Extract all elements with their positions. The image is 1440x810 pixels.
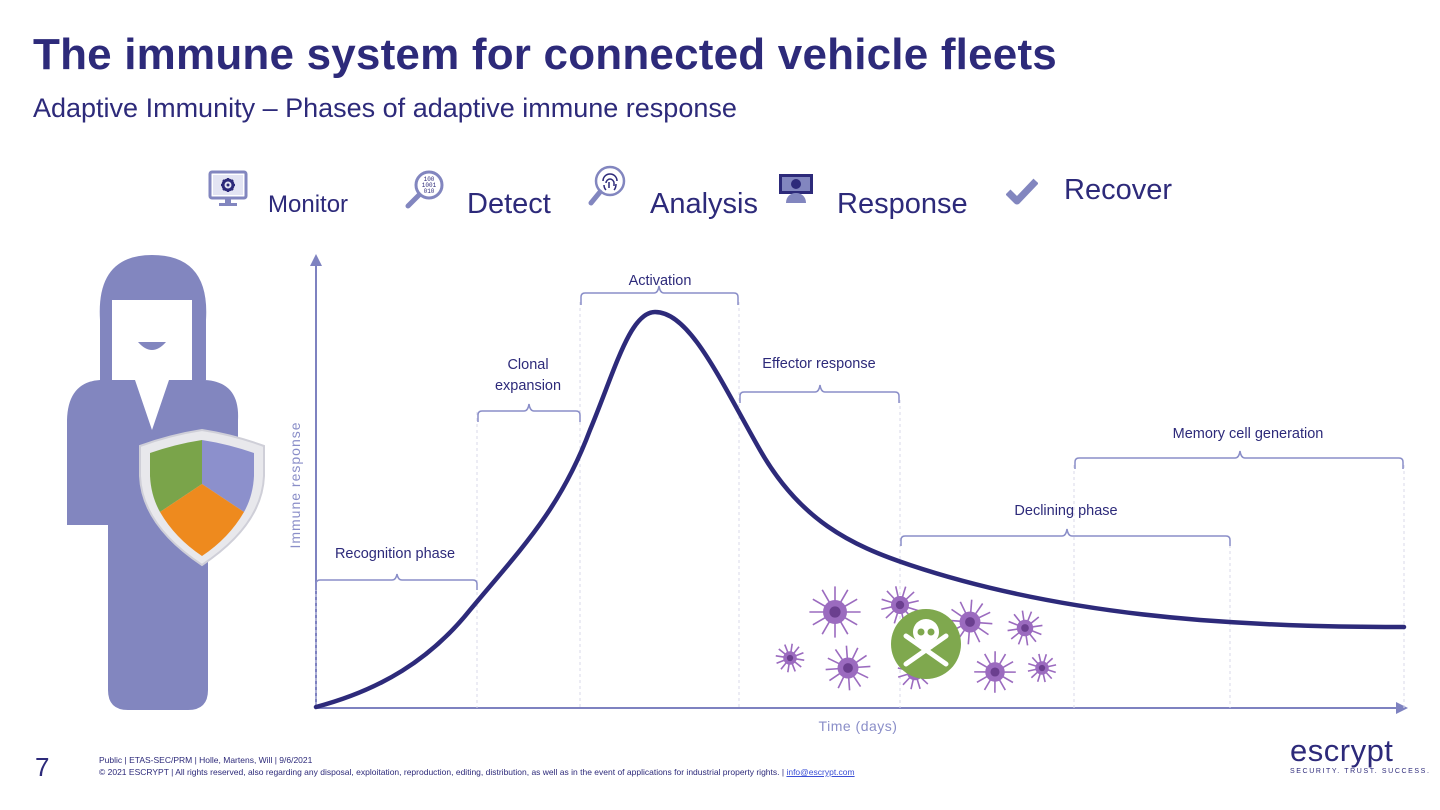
phase-label-memory: Memory cell generation [1173,426,1324,442]
footer-line-1: Public | ETAS-SEC/PRM | Holle, Martens, … [99,755,313,765]
pathogen-cell [1007,610,1043,646]
bracket-effector [739,384,900,403]
shield-blue [202,440,254,512]
user-screen-icon [779,174,813,203]
pathogen-cell [974,651,1016,693]
y-axis-label: Immune response [287,421,303,548]
phase-label-recognition: Recognition phase [335,546,455,562]
phase-brackets [315,285,1404,590]
escrypt-logo: escrypt [1290,733,1394,768]
svg-text:1001: 1001 [422,182,437,189]
phase-label-declining: Declining phase [1014,503,1117,519]
bracket-memory [1074,450,1404,469]
step-analysis-label: Analysis [650,188,758,220]
person-hair [99,255,207,380]
person-mouth [138,342,166,350]
y-axis-arrow [310,254,322,266]
bracket-recognition [315,573,478,590]
bracket-activation [580,285,739,305]
footer-line-2: © 2021 ESCRYPT | All rights reserved, al… [99,767,855,777]
bracket-clonal [477,403,581,422]
pathogen-cell [947,599,993,645]
x-axis-label: Time (days) [819,718,898,734]
monitor-gear-icon [208,170,248,206]
shield-orange [160,484,244,556]
pathogen-cell [1027,653,1057,683]
skull-badge [891,609,961,679]
escrypt-tagline: SECURITY. TRUST. SUCCESS. [1290,768,1431,775]
phase-dividers [315,302,1405,708]
x-axis-arrow [1396,702,1408,714]
step-recover-label: Recover [1064,174,1172,206]
fingerprint-magnifier-icon [588,165,626,206]
svg-text:010: 010 [424,188,435,195]
checkmark-icon [1006,178,1038,205]
footer-copyright: © 2021 ESCRYPT | All rights reserved, al… [99,767,785,777]
svg-text:100: 100 [424,176,435,183]
pathogen-cell [809,586,861,638]
phase-label-clonal-2: expansion [495,378,561,394]
response-curve [313,309,1407,710]
pathogen-cell [775,643,805,673]
pathogen-cell [825,645,871,691]
page-subtitle: Adaptive Immunity – Phases of adaptive i… [33,93,737,123]
step-response-label: Response [837,188,968,220]
phase-label-clonal-1: Clonal [507,357,548,373]
page-title: The immune system for connected vehicle … [33,30,1057,79]
shield-green [150,440,202,512]
pathogen-cell [881,586,919,624]
binary-magnifier-icon: 100 1001 010 [405,170,444,209]
step-detect-label: Detect [467,188,551,220]
person-figure [67,255,265,710]
phase-label-effector: Effector response [762,356,875,372]
skull-crossbones-icon [903,619,949,667]
person-face [112,300,192,378]
phase-label-activation: Activation [629,273,692,289]
page-number: 7 [35,752,50,782]
bracket-declining [900,528,1231,546]
footer-email-link[interactable]: info@escrypt.com [786,767,855,777]
step-monitor-label: Monitor [268,191,349,218]
